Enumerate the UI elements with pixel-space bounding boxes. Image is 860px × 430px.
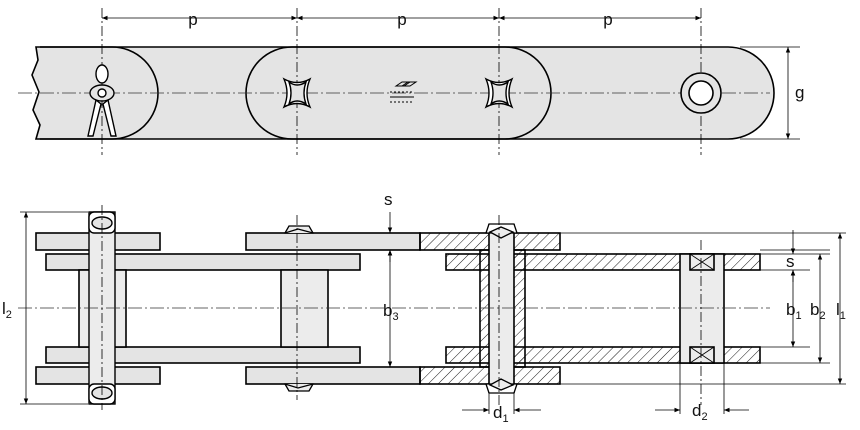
pitch-label-3: p: [603, 10, 612, 29]
diameter-d2-label: d2: [692, 401, 708, 423]
pin-sectioned: [488, 224, 515, 393]
pitch-label-2: p: [397, 10, 406, 29]
outer-plate-top-middle: [245, 232, 421, 251]
pitch-label-1: p: [188, 10, 197, 29]
outer-plate-bottom-middle: [245, 366, 421, 385]
width-b1-label: b1: [786, 300, 802, 322]
diameter-d1-label: d1: [493, 403, 509, 425]
inner-plate-top-left: [45, 253, 361, 271]
length-l1-label: l1: [836, 300, 846, 322]
width-b2-label: b2: [810, 300, 826, 322]
pin-head-right-top: [485, 223, 518, 239]
height-label: g: [795, 83, 804, 102]
bushing-middle: [280, 269, 329, 348]
pin-head-middle-2: [484, 77, 514, 109]
pin-head-middle-top: [283, 225, 315, 234]
plate-thickness-inner-label: s: [786, 252, 795, 271]
pin-head-middle-bottom: [283, 383, 315, 392]
bushing-end-right: [680, 72, 722, 114]
length-l2-label: l2: [2, 299, 12, 321]
pin-head-middle-1: [282, 77, 312, 109]
split-pin-icon: [87, 64, 117, 137]
bushing-right: [679, 253, 725, 364]
section-view: l2 s b3 d1 d2 s b1: [2, 190, 846, 425]
plate-thickness-top-label: s: [384, 190, 393, 209]
inner-width-b3-label: b3: [383, 301, 399, 323]
pin-head-right-bottom: [485, 378, 518, 394]
manufacturer-logo-icon: [390, 81, 418, 103]
inner-plate-bottom-left: [45, 346, 361, 364]
top-view: p p p g: [18, 8, 804, 155]
